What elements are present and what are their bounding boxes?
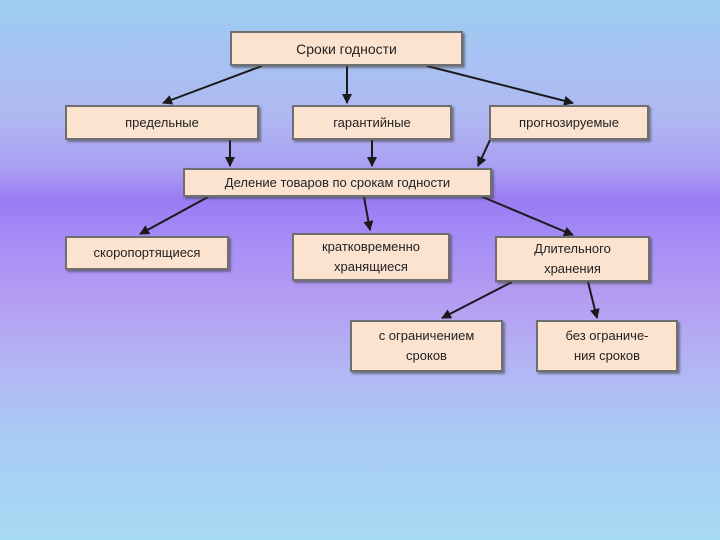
predelnye-box: предельные [65, 105, 259, 140]
root-box: Сроки годности [230, 31, 463, 66]
long-term-box: Длительного хранения [495, 236, 650, 282]
perishable-label: скоропортящиеся [93, 245, 201, 260]
limited-label-line1: с ограничением [378, 328, 475, 343]
short-term-label-line1: кратковременно [321, 239, 420, 254]
arrow-center-to-perishable [139, 196, 209, 235]
prognoziruemye-box: прогнозируемые [489, 105, 649, 140]
predelnye-label: предельные [125, 114, 199, 130]
long-term-label-line1: Длительного [534, 241, 611, 256]
unlimited-box: без ограниче- ния сроков [536, 320, 678, 372]
unlimited-label-line1: без ограниче- [565, 328, 649, 343]
arrow-root-to-predelnye [162, 65, 263, 105]
limited-box: с ограничением сроков [350, 320, 503, 372]
arrow-root-to-prognoziruemye [426, 65, 574, 106]
arrow-long-term-to-limited [441, 281, 513, 319]
center-box: Деление товаров по срокам годности [183, 168, 492, 197]
short-term-label-line2: хранящиеся [334, 259, 408, 274]
arrow-long-term-to-unlimited [587, 281, 600, 319]
long-term-label-line2: хранения [544, 261, 601, 276]
arrow-center-to-short-term [363, 196, 374, 231]
arrow-center-to-long-term [477, 194, 574, 237]
garantiynye-box: гарантийные [292, 105, 452, 140]
short-term-box: кратковременно хранящиеся [292, 233, 450, 281]
perishable-box: скоропортящиеся [65, 236, 229, 270]
center-label: Деление товаров по срокам годности [224, 174, 451, 190]
limited-label-line2: сроков [406, 348, 447, 363]
prognoziruemye-label: прогнозируемые [519, 114, 619, 130]
arrow-prognoziruemye-to-center [477, 139, 491, 167]
unlimited-label-line2: ния сроков [573, 348, 641, 363]
garantiynye-label: гарантийные [333, 114, 411, 130]
root-label: Сроки годности [296, 40, 397, 57]
